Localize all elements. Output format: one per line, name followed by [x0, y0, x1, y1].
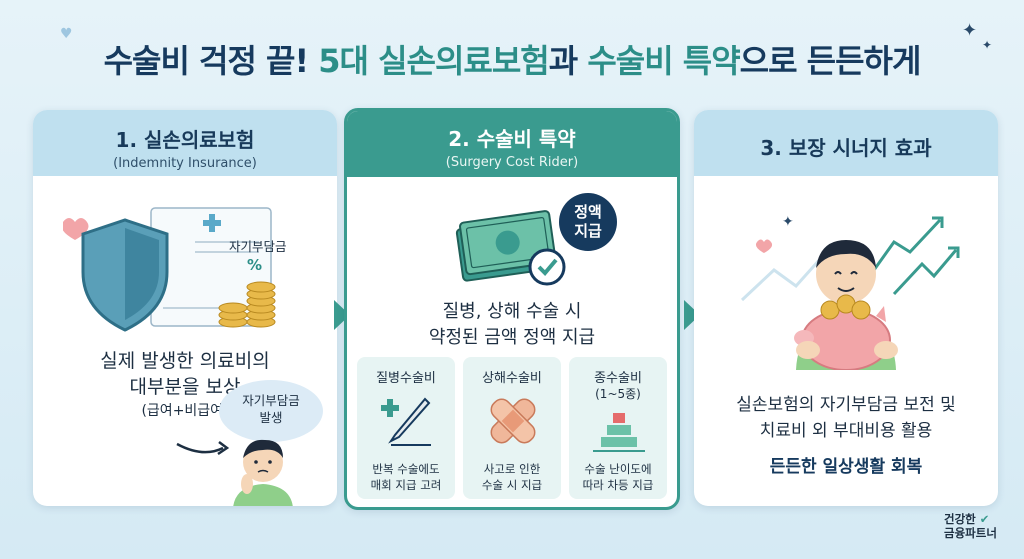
panel-heading: 1. 실손의료보험	[115, 128, 255, 152]
badge-line2: 지급	[574, 222, 602, 240]
worried-person-icon	[176, 439, 293, 506]
deductible-label: 자기부담금	[229, 239, 287, 254]
bubble-line1: 자기부담금	[242, 393, 300, 408]
heart-icon: ♥	[60, 26, 73, 42]
logo-line1: 건강한	[944, 512, 976, 526]
logo-line2: 금융파트너	[944, 526, 997, 540]
sub-card-label: 상해수술비	[482, 371, 542, 386]
sub-card-desc-line2: 수술 시 지급	[481, 478, 543, 492]
sub-card-label: 질병수술비	[376, 371, 436, 386]
deductible-bubble: 자기부담금 발생	[219, 380, 323, 442]
panel-heading: 3. 보장 시너지 효과	[760, 136, 932, 160]
panel-indemnity-insurance: 1. 실손의료보험 (Indemnity Insurance) 자기부담금 % …	[33, 110, 337, 506]
title-highlight-rider: 수술비 특약	[587, 42, 740, 80]
percent-label: %	[247, 256, 263, 274]
panel-header: 3. 보장 시너지 효과	[694, 110, 998, 176]
title-part1: 수술비 걱정 끝!	[103, 42, 319, 80]
badge-line1: 정액	[574, 203, 602, 221]
panel-desc-line1: 실손보험의 자기부담금 보전 및	[736, 395, 956, 415]
panel-desc-line1: 질병, 상해 수술 시	[442, 301, 582, 322]
panel-subheading: (Surgery Cost Rider)	[445, 155, 579, 170]
panel-desc-line1: 실제 발생한 의료비의	[100, 350, 270, 372]
panel-desc-line3: (급여+비급여)	[141, 403, 229, 419]
bandage-icon	[490, 398, 536, 444]
sparkle-icon: ✦	[982, 38, 993, 52]
panel-synergy: 3. 보장 시너지 효과 ✦ 실손보험의 자기부담금 보전 및 치료비 외 부대…	[694, 110, 998, 506]
title-part3: 으로 든든하게	[739, 42, 922, 80]
title-highlight-indemnity: 5대 실손의료보험	[318, 42, 549, 80]
panel-desc-line3: 든든한 일상생활 회복	[769, 457, 923, 477]
sub-card-desc-line2: 매회 지급 고려	[370, 478, 442, 492]
scalpel-cross-icon	[381, 397, 431, 446]
sub-card-label: 종수술비	[594, 371, 642, 386]
fixed-payment-badge: 정액 지급	[559, 193, 617, 251]
person-piggy-bank-icon: ✦	[740, 214, 960, 370]
title-part2: 과	[548, 42, 588, 80]
bubble-line2: 발생	[259, 410, 283, 425]
sub-card-desc-line1: 수술 난이도에	[584, 462, 652, 476]
check-icon: ✔	[979, 512, 990, 526]
svg-text:✦: ✦	[782, 214, 794, 230]
sub-card-desc-line1: 반복 수술에도	[372, 462, 440, 476]
panel-desc-line2: 대부분을 보상	[129, 376, 241, 398]
panel-desc-line2: 약정된 금액 정액 지급	[428, 327, 596, 348]
panel-heading: 2. 수술비 특약	[448, 127, 576, 151]
page-title: 수술비 걱정 끝! 5대 실손의료보험과 수술비 특약으로 든든하게	[0, 36, 1024, 82]
sub-card-label2: (1~5종)	[595, 387, 641, 401]
sub-card-desc-line1: 사고로 인한	[483, 462, 541, 476]
panel-subheading: (Indemnity Insurance)	[113, 156, 257, 171]
panel-header: 1. 실손의료보험 (Indemnity Insurance)	[33, 110, 337, 176]
shield-document-coins-icon	[63, 207, 276, 332]
cash-check-icon	[455, 210, 566, 286]
panel-desc-line2: 치료비 외 부대비용 활용	[759, 421, 933, 441]
sub-card-desc-line2: 따라 차등 지급	[582, 478, 654, 492]
pyramid-blocks-icon	[593, 413, 645, 452]
panel-header: 2. 수술비 특약 (Surgery Cost Rider)	[347, 111, 677, 177]
brand-logo: 건강한 ✔ 금융파트너	[944, 512, 997, 540]
panel-surgery-rider: 2. 수술비 특약 (Surgery Cost Rider) 정액 지급 질병,…	[344, 108, 680, 510]
sparkle-icon: ✦	[962, 20, 978, 41]
